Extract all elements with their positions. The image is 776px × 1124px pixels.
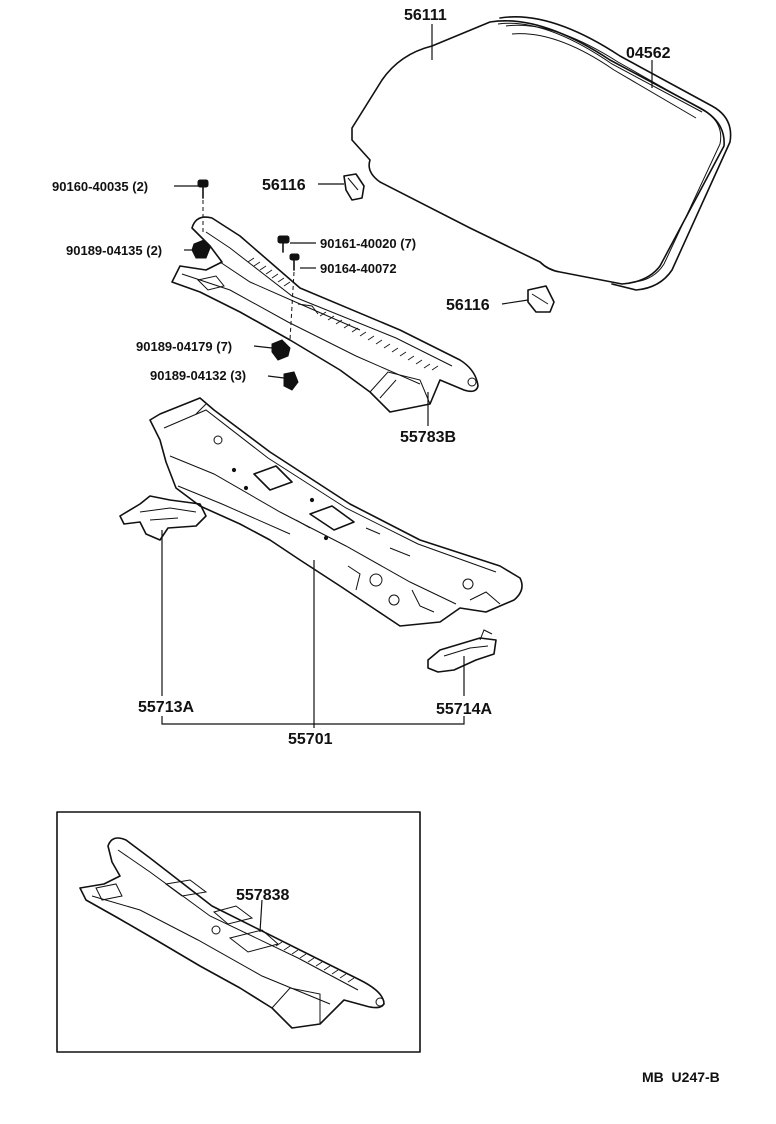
- nut-mid-fastener: [271, 339, 291, 361]
- label-louver-main: 55783B: [400, 429, 456, 446]
- louver-main-vent-hatching: [247, 257, 439, 371]
- label-windshield-moulding: 04562: [626, 45, 671, 62]
- cowl-louver-main: [171, 216, 479, 413]
- label-screw-upper: 90160-40035 (2): [52, 179, 148, 194]
- label-clip-lower: 56116: [446, 297, 490, 314]
- diagram-reference-code: MB U247-B: [642, 1069, 720, 1085]
- cowl-louver-inset: [79, 837, 385, 1029]
- label-panel-bracket-left: 55713A: [138, 699, 194, 716]
- clip-lower: [527, 285, 555, 313]
- label-nut-mid: 90189-04179 (7): [136, 339, 232, 354]
- clip-upper: [343, 173, 365, 201]
- label-clip-upper: 56116: [262, 177, 306, 194]
- label-screw-small: 90164-40072: [320, 261, 397, 276]
- leader-lines: [161, 24, 653, 933]
- nut-lower-fastener: [283, 371, 299, 391]
- label-nut-upper: 90189-04135 (2): [66, 243, 162, 258]
- screw-small-fastener: [289, 253, 300, 271]
- label-louver-inset: 557838: [236, 887, 289, 904]
- screw-upper-fastener: [197, 179, 209, 199]
- windshield-moulding: [499, 16, 732, 291]
- dashed-guide-mid: [289, 271, 295, 341]
- label-nut-lower: 90189-04132 (3): [150, 368, 246, 383]
- part-labels: 56111 04562 56116 56116 90160-40035 (2) …: [52, 7, 671, 904]
- label-screw-mid: 90161-40020 (7): [320, 236, 416, 251]
- screw-mid-fastener: [277, 235, 290, 253]
- label-cowl-panel: 55701: [288, 731, 333, 748]
- cowl-panel: [149, 397, 523, 627]
- label-panel-bracket-right: 55714A: [436, 701, 492, 718]
- label-windshield-glass: 56111: [404, 7, 447, 24]
- louver-inset-vent-hatching: [275, 941, 355, 983]
- panel-bracket-left: [119, 495, 207, 541]
- windshield-glass: [351, 20, 725, 285]
- panel-bracket-right: [427, 629, 497, 673]
- inset-frame: [56, 811, 421, 1053]
